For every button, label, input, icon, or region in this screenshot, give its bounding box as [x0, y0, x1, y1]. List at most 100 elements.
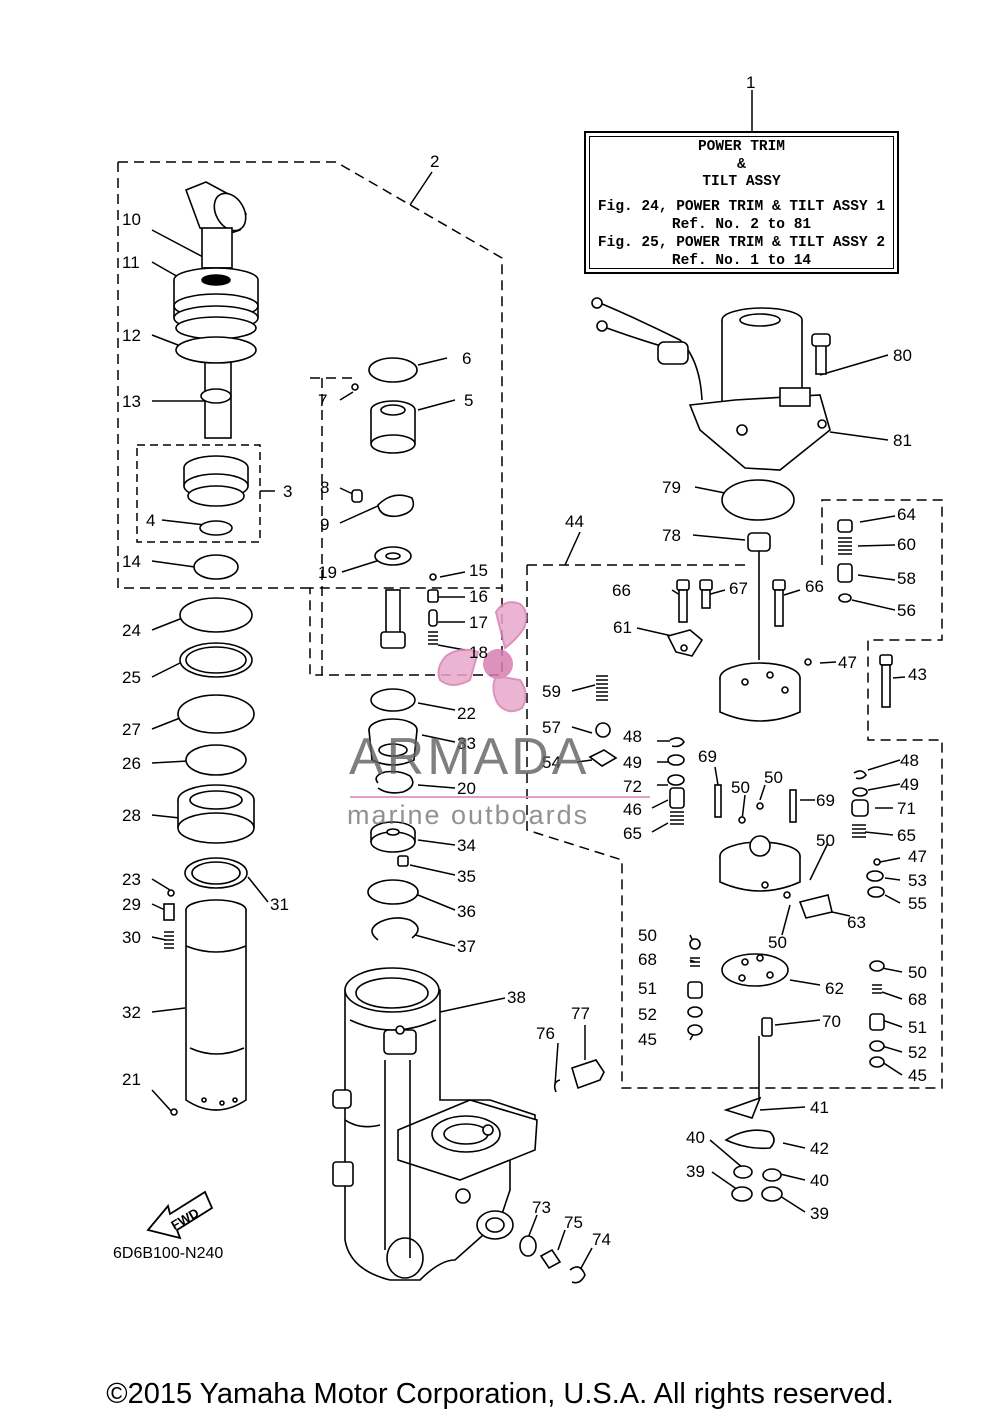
callout-6: 6 [462, 349, 471, 368]
callout-59: 59 [542, 682, 561, 701]
callout-33: 33 [457, 734, 476, 753]
callout-79: 79 [662, 478, 681, 497]
callout-52a: 52 [638, 1005, 657, 1024]
watermark-brand: ARMADA [349, 728, 590, 786]
callout-67: 67 [729, 579, 748, 598]
legend-ampersand: & [737, 157, 746, 173]
callout-52b: 52 [908, 1043, 927, 1062]
callout-65a: 65 [623, 824, 642, 843]
callout-51b: 51 [908, 1018, 927, 1037]
callout-80: 80 [893, 346, 912, 365]
callout-63: 63 [847, 913, 866, 932]
group-outline-ref44 [526, 499, 943, 1089]
callout-32: 32 [122, 1003, 141, 1022]
callout-45a: 45 [638, 1030, 657, 1049]
callout-31: 31 [270, 895, 289, 914]
callout-73: 73 [532, 1198, 551, 1217]
callout-13: 13 [122, 392, 141, 411]
callout-42: 42 [810, 1139, 829, 1158]
callout-47a: 47 [838, 653, 857, 672]
callout-62: 62 [825, 979, 844, 998]
callout-81: 81 [893, 431, 912, 450]
callout-48b: 48 [900, 751, 919, 770]
callout-39b: 39 [810, 1204, 829, 1223]
callout-7: 7 [318, 391, 327, 410]
callout-68b: 68 [908, 990, 927, 1009]
callout-56: 56 [897, 601, 916, 620]
callout-34: 34 [457, 836, 476, 855]
callout-30: 30 [122, 928, 141, 947]
callout-51a: 51 [638, 979, 657, 998]
callout-49b: 49 [900, 775, 919, 794]
callout-69a: 69 [698, 747, 717, 766]
callout-70: 70 [822, 1012, 841, 1031]
callout-45b: 45 [908, 1066, 927, 1085]
legend-subtitle: TILT ASSY [702, 174, 781, 190]
drawing-code: 6D6B100-N240 [113, 1245, 224, 1262]
callout-12: 12 [122, 326, 141, 345]
group-outline-ref3 [136, 444, 261, 543]
watermark-tagline: marine outboards [347, 800, 590, 830]
callout-22: 22 [457, 704, 476, 723]
callout-38: 38 [507, 988, 526, 1007]
copyright-notice: ©2015 Yamaha Motor Corporation, U.S.A. A… [106, 1378, 894, 1410]
callout-36: 36 [457, 902, 476, 921]
fwd-arrow-icon [146, 1190, 214, 1240]
callout-69b: 69 [816, 791, 835, 810]
callout-3: 3 [283, 482, 292, 501]
legend-fig25: Fig. 25, POWER TRIM & TILT ASSY 2 [597, 235, 886, 251]
callout-10: 10 [122, 210, 141, 229]
callout-72: 72 [623, 777, 642, 796]
callout-20: 20 [457, 779, 476, 798]
callout-50d: 50 [768, 933, 787, 952]
valve-body [588, 519, 893, 1202]
callout-29: 29 [122, 895, 141, 914]
callout-75: 75 [564, 1213, 583, 1232]
callout-39a: 39 [686, 1162, 705, 1181]
callout-49a: 49 [623, 753, 642, 772]
watermark-divider [350, 796, 650, 798]
callout-71: 71 [897, 799, 916, 818]
callout-2: 2 [430, 152, 439, 171]
callout-44: 44 [565, 512, 584, 531]
callout-50c: 50 [816, 831, 835, 850]
callout-50e: 50 [638, 926, 657, 945]
callout-48a: 48 [623, 727, 642, 746]
callout-65b: 65 [897, 826, 916, 845]
callout-66b: 66 [805, 577, 824, 596]
callout-40a: 40 [686, 1128, 705, 1147]
callout-57: 57 [542, 718, 561, 737]
callout-11: 11 [122, 253, 140, 272]
legend-title: POWER TRIM [697, 139, 785, 155]
callout-4: 4 [146, 511, 155, 530]
callout-18: 18 [469, 643, 488, 662]
callout-24: 24 [122, 621, 141, 640]
callout-28: 28 [122, 806, 141, 825]
callout-43: 43 [908, 665, 927, 684]
group-outline-ref2 [117, 161, 503, 676]
callout-68a: 68 [638, 950, 657, 969]
callout-58: 58 [897, 569, 916, 588]
trim-tilt-housing [332, 967, 605, 1284]
callout-55: 55 [908, 894, 927, 913]
callout-27: 27 [122, 720, 141, 739]
callout-25: 25 [122, 668, 141, 687]
callout-53: 53 [908, 871, 927, 890]
callout-64: 64 [897, 505, 916, 524]
callout-1: 1 [746, 73, 755, 92]
callout-77: 77 [571, 1004, 590, 1023]
callout-37: 37 [457, 937, 476, 956]
callout-54: 54 [542, 753, 561, 772]
callout-26: 26 [122, 754, 141, 773]
callout-15: 15 [469, 561, 488, 580]
callout-61: 61 [613, 618, 632, 637]
trim-motor [591, 297, 831, 660]
legend-fig25-refs: Ref. No. 1 to 14 [671, 253, 812, 269]
callout-35: 35 [457, 867, 476, 886]
legend-fig24-refs: Ref. No. 2 to 81 [671, 217, 812, 233]
callout-66a: 66 [612, 581, 631, 600]
callout-16: 16 [469, 587, 488, 606]
callout-23: 23 [122, 870, 141, 889]
callout-74: 74 [592, 1230, 611, 1249]
callout-17: 17 [469, 613, 488, 632]
